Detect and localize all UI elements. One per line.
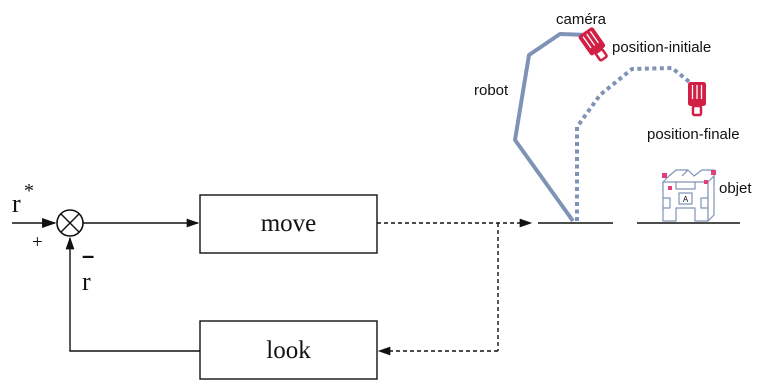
look-block-label: look	[266, 337, 311, 364]
camera-final-icon	[688, 82, 706, 117]
object-marker-top-right	[711, 170, 716, 175]
move-block-label: move	[261, 210, 317, 237]
robot-arm-final	[575, 66, 694, 221]
object-marker-bottom-right	[704, 180, 708, 184]
object-letter: A	[683, 195, 689, 204]
minus-sign: –	[82, 243, 94, 268]
reference-superscript: *	[24, 180, 34, 202]
object-marker-bottom-left	[668, 186, 672, 190]
robot-label: robot	[474, 82, 509, 99]
feedback-label: r	[82, 267, 91, 296]
camera-initial-icon	[578, 27, 608, 62]
final-position-label: position-finale	[647, 126, 740, 143]
initial-position-label: position-initiale	[612, 39, 711, 56]
camera-label: caméra	[556, 11, 607, 28]
object-icon	[662, 169, 715, 222]
reference-label: r	[12, 189, 21, 218]
object-label: objet	[719, 180, 752, 197]
feedback-path-arrow	[65, 236, 200, 352]
object-marker-top-left	[662, 173, 667, 178]
plus-sign: +	[32, 232, 43, 253]
summing-junction	[56, 209, 84, 237]
robot-arm-initial	[513, 32, 589, 223]
move-block	[199, 194, 378, 254]
look-block	[199, 320, 378, 380]
